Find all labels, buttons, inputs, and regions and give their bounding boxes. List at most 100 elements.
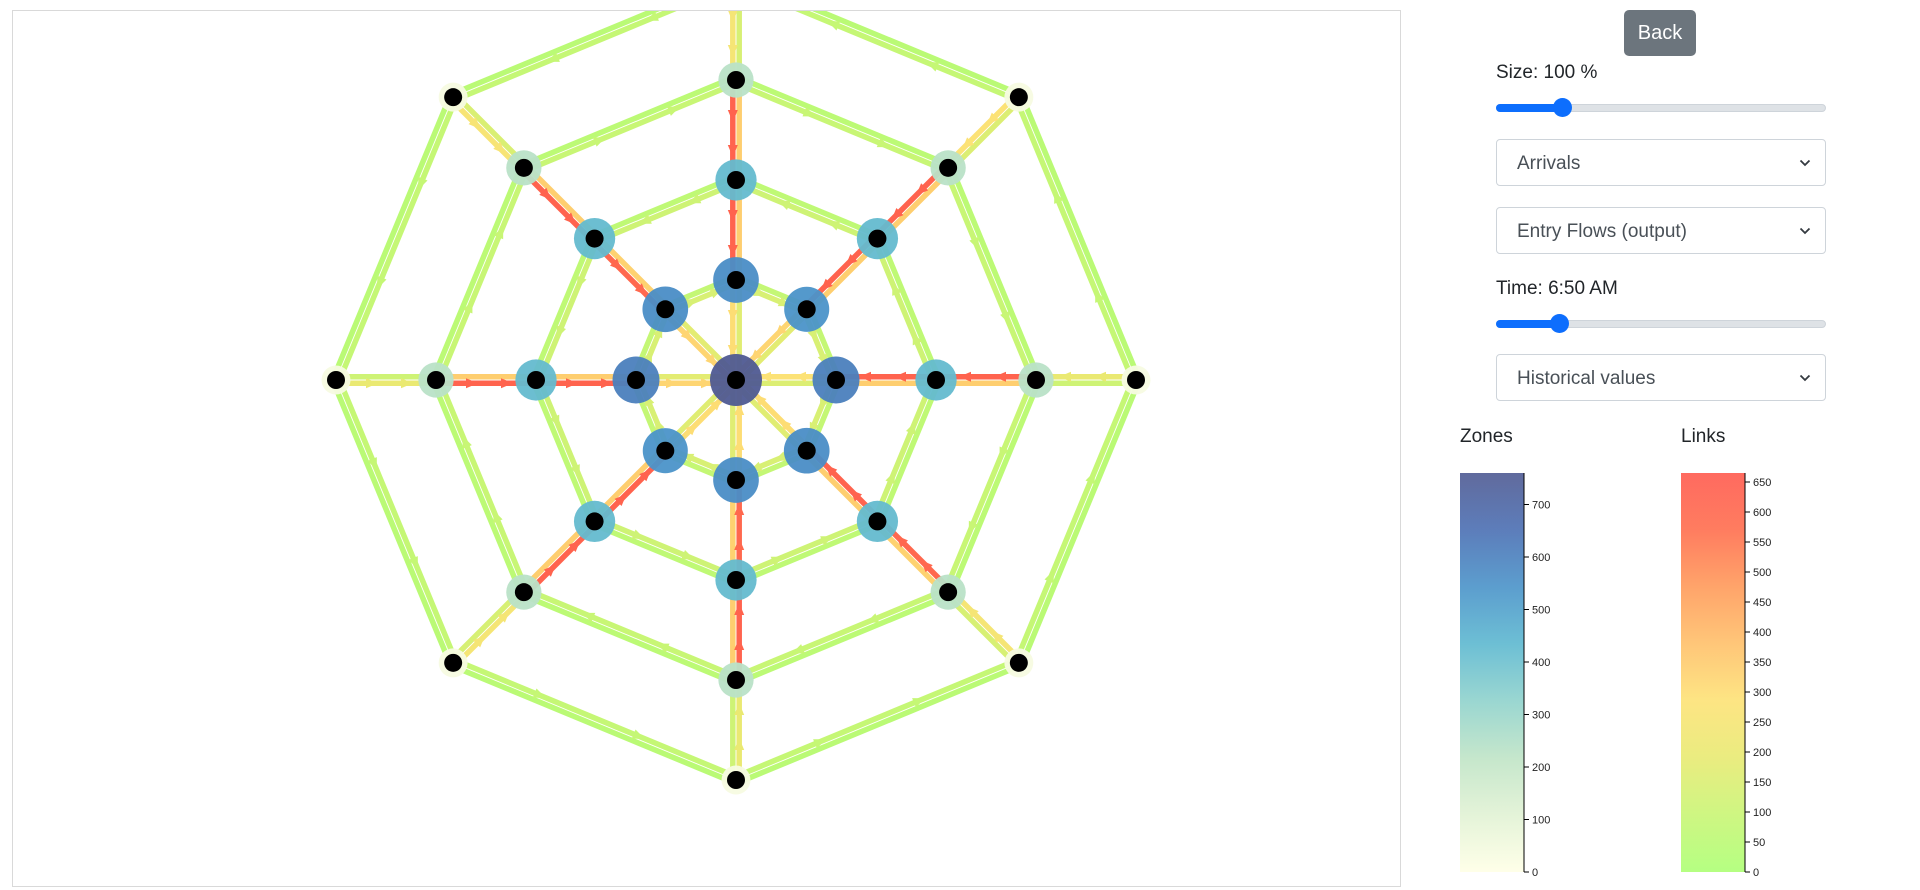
ring1-spoke5-node[interactable] [656, 441, 675, 460]
ring3-spoke7-node[interactable] [514, 158, 533, 177]
spoke-link-2-1-arrow-1 [859, 371, 871, 382]
spoke-link-4-2-arrow-0 [734, 638, 745, 650]
ring-link-3-2-arrow-1 [968, 520, 979, 534]
ring-link-4-3[interactable] [733, 657, 1022, 786]
time-slider[interactable] [1496, 313, 1826, 333]
ring2-spoke6-node[interactable] [527, 371, 545, 389]
spoke-link-5-1-arrow-0 [614, 493, 627, 507]
ring2-spoke0-node[interactable] [727, 171, 745, 189]
size-slider-thumb[interactable] [1553, 98, 1572, 117]
ring2-spoke5-node[interactable] [585, 512, 604, 531]
ring2-spoke4-node[interactable] [727, 571, 745, 589]
ring-link-2-0-lane-a [733, 180, 878, 245]
ring3-spoke0-node[interactable] [727, 71, 745, 89]
ring-link-2-3-lane-a [733, 515, 878, 580]
ring-link-3-4[interactable] [521, 586, 739, 686]
ring1-spoke6-node[interactable] [627, 371, 645, 389]
ring-link-3-5-lane-a [436, 377, 530, 592]
ring3-spoke6-node[interactable] [427, 371, 445, 389]
ring-link-4-5[interactable] [330, 377, 459, 666]
ring-link-3-7-lane-b [521, 74, 736, 168]
ring4-spoke5-node[interactable] [444, 653, 463, 672]
flow-select[interactable]: Entry Flows (output) [1496, 207, 1826, 254]
ring-link-4-0-lane-b [812, 11, 1022, 97]
ring3-spoke5-node[interactable] [514, 583, 533, 602]
ring1-spoke0-node[interactable] [727, 271, 745, 289]
ring-link-2-4[interactable] [592, 515, 739, 586]
ring-link-3-1[interactable] [942, 165, 1042, 383]
ring2-spoke7-node[interactable] [585, 229, 604, 248]
ring-link-2-2-arrow-0 [906, 421, 916, 435]
size-slider[interactable] [1496, 97, 1826, 117]
spoke-link-2-0-arrow-0 [794, 371, 806, 382]
ring2-spoke2-node[interactable] [927, 371, 945, 389]
ring-link-4-3-arrow-1 [813, 739, 827, 749]
ring2-spoke1-node[interactable] [868, 229, 887, 248]
ring-link-3-3[interactable] [733, 586, 951, 686]
ring-link-3-5[interactable] [430, 377, 530, 595]
links-legend-color-bar [1681, 473, 1745, 872]
ring-link-4-6-lane-a [336, 97, 459, 383]
ring1-spoke4-node[interactable] [727, 471, 745, 489]
ring1-spoke3-node[interactable] [797, 441, 816, 460]
ring4-spoke2-node[interactable] [1127, 371, 1145, 389]
spoke-link-7-0-arrow-0 [680, 329, 693, 342]
network-map-panel[interactable] [12, 10, 1401, 887]
ring1-spoke2-node[interactable] [827, 371, 845, 389]
ring-link-3-7[interactable] [521, 74, 739, 174]
ring4-spoke3-node[interactable] [1009, 653, 1028, 672]
ring-link-2-2-lane-b [877, 380, 942, 524]
ring3-spoke1-node[interactable] [939, 158, 958, 177]
ring3-spoke2-node[interactable] [1027, 371, 1045, 389]
ring-link-4-4-arrow-1 [532, 688, 546, 698]
ring-link-3-2[interactable] [942, 377, 1042, 595]
ring-link-4-4[interactable] [450, 657, 739, 786]
ring-link-2-5[interactable] [530, 377, 601, 524]
ring-link-2-3[interactable] [733, 515, 880, 586]
ring-link-2-0[interactable] [733, 174, 880, 245]
center-node[interactable] [727, 371, 745, 389]
ring1-spoke7-node[interactable] [656, 300, 675, 319]
ring-link-2-1[interactable] [871, 236, 942, 383]
spoke-link-1-2-arrow-1 [891, 208, 904, 221]
ring4-spoke4-node[interactable] [727, 771, 745, 789]
spoke-link-3-2-arrow-1 [895, 535, 908, 548]
ring-link-4-7[interactable] [450, 11, 737, 103]
back-button[interactable]: Back [1624, 10, 1696, 56]
spoke-link-4-0-arrow-1 [734, 403, 745, 415]
ring3-spoke3-node[interactable] [939, 583, 958, 602]
ring-link-3-5-arrow-0 [493, 510, 503, 524]
ring-link-4-0[interactable] [735, 11, 1022, 103]
ring-link-3-6[interactable] [430, 165, 530, 383]
ring-link-2-7[interactable] [592, 174, 739, 245]
network-map[interactable] [13, 11, 1400, 886]
ring4-spoke1-node[interactable] [1009, 88, 1028, 107]
ring-link-2-3-arrow-1 [770, 556, 784, 567]
ring2-spoke3-node[interactable] [868, 512, 887, 531]
spoke-link-1-3-arrow-1 [962, 137, 975, 150]
values-select-value: Historical values [1517, 368, 1656, 389]
values-select[interactable]: Historical values [1496, 354, 1826, 401]
measure-select[interactable]: Arrivals [1496, 139, 1826, 186]
ring1-spoke1-node[interactable] [797, 300, 816, 319]
links-legend-tick-label: 350 [1753, 657, 1771, 669]
ring-link-2-6-arrow-1 [577, 275, 587, 289]
ring-link-4-2[interactable] [1013, 377, 1142, 666]
ring-link-2-2[interactable] [871, 377, 942, 524]
ring-link-4-6[interactable] [330, 94, 459, 383]
ring-link-2-4-arrow-0 [681, 550, 695, 560]
chevron-down-icon [1799, 227, 1811, 235]
ring-link-2-7-lane-a [594, 180, 739, 245]
ring-link-2-5-lane-a [536, 377, 601, 522]
ring-link-3-0[interactable] [733, 74, 951, 174]
spoke-link-7-0-arrow-1 [705, 353, 718, 366]
ring-link-2-6[interactable] [530, 236, 601, 383]
time-slider-thumb[interactable] [1549, 314, 1569, 333]
ring-link-4-1[interactable] [1013, 94, 1142, 383]
size-slider-fill [1496, 104, 1562, 112]
ring4-spoke7-node[interactable] [444, 88, 463, 107]
flow-select-value: Entry Flows (output) [1517, 221, 1687, 242]
ring3-spoke4-node[interactable] [727, 671, 745, 689]
spoke-link-7-1-arrow-0 [609, 258, 623, 271]
ring4-spoke6-node[interactable] [327, 371, 345, 389]
